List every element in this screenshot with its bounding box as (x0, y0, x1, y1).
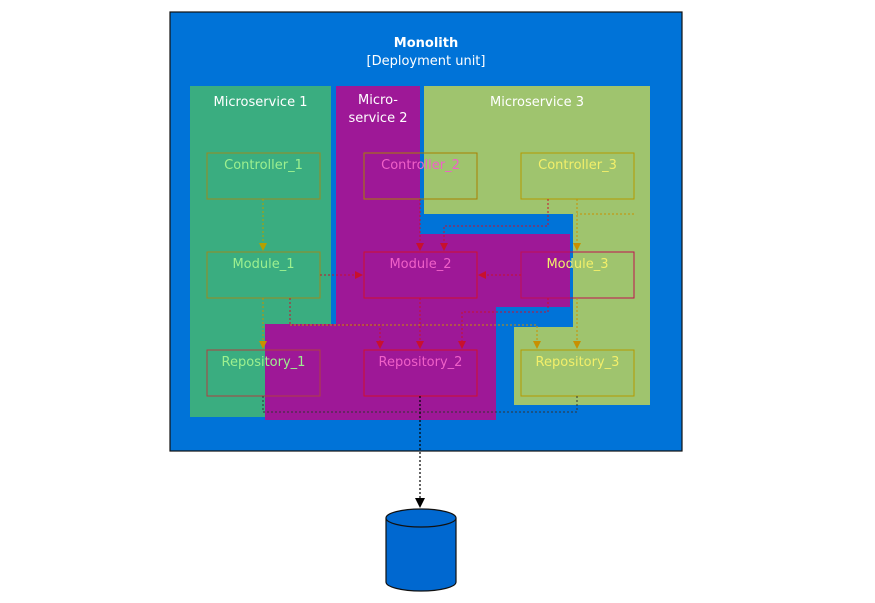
database-cylinder-icon (385, 508, 457, 592)
module-3-label: Module_3 (546, 257, 609, 272)
module-1-label: Module_1 (232, 257, 295, 272)
microservice-3-label: Microservice 3 (490, 95, 584, 110)
microservice-2-label-line2: service 2 (348, 111, 408, 126)
repository-3-label: Repository_3 (535, 355, 620, 370)
monolith-title: Monolith (393, 36, 459, 51)
monolith-subtitle: [Deployment unit] (366, 54, 486, 69)
microservice-3-area (424, 86, 650, 405)
module-2-label: Module_2 (389, 257, 452, 272)
controller-3-label: Controller_3 (538, 158, 617, 173)
microservice-2-label-line1: Micro- (358, 93, 398, 108)
microservice-1-label: Microservice 1 (213, 95, 308, 110)
arrow-module3-repository2 (458, 298, 549, 349)
microservice-2-area (265, 86, 570, 420)
repository-1-label: Repository_1 (221, 355, 306, 370)
controller-1-label: Controller_1 (224, 158, 303, 173)
controller-2-label: Controller_2 (381, 158, 460, 173)
arrow-controller3-module2 (440, 199, 549, 251)
repository-2-label: Repository_2 (378, 355, 463, 370)
